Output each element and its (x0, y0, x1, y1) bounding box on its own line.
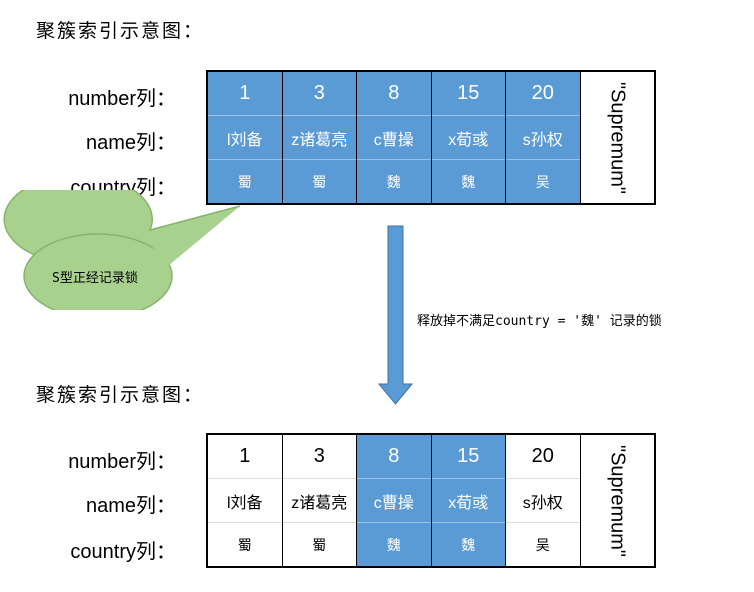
bottom-label-number: number列： (68, 451, 176, 473)
record-country-cell: 蜀 (237, 536, 252, 553)
record-country-cell: 蜀 (312, 173, 327, 190)
record-column: 20 s孙权吴 (506, 72, 581, 203)
record-number-cell: 20 (531, 445, 554, 467)
record-number-cell: 8 (388, 82, 400, 104)
record-column: 15 x荀彧魏 (431, 435, 506, 566)
record-column: 20 s孙权吴 (506, 435, 581, 566)
top-label-name: name列： (85, 132, 176, 154)
bottom-label-name: name列： (85, 495, 176, 517)
bottom-label-country: country列： (70, 541, 176, 563)
down-arrow (378, 225, 414, 405)
supremum-label: "Supremum" (606, 444, 629, 557)
top-label-number: number列： (68, 88, 176, 110)
record-country-cell: 魏 (386, 536, 401, 553)
record-country-cell: 吴 (535, 173, 550, 190)
top-index-records: 1 l刘备蜀 3 z诸葛亮蜀 8 c曹操魏 15 x荀彧魏 20 s孙权吴 "Supremum" (206, 70, 656, 205)
bottom-index-records: 1 l刘备蜀 3 z诸葛亮蜀 8 c曹操魏 15 x荀彧魏 20 s孙权吴 "Supremum" (206, 433, 656, 568)
record-number-cell: 20 (531, 82, 554, 104)
record-number-cell: 1 (239, 82, 251, 104)
record-name-cell: l刘备 (208, 478, 282, 523)
callout-text: S型正经记录锁 (52, 271, 138, 286)
bottom-title: 聚簇索引示意图： (36, 384, 205, 406)
record-name-cell: s孙权 (506, 478, 580, 523)
record-name-cell: s孙权 (506, 115, 580, 160)
record-name-cell: z诸葛亮 (282, 478, 356, 523)
record-name-cell: c曹操 (357, 115, 431, 160)
record-number-cell: 3 (313, 82, 325, 104)
record-column: 8 c曹操魏 (357, 72, 432, 203)
record-number-cell: 1 (239, 445, 251, 467)
release-note: 释放掉不满足country = '魏' 记录的锁 (417, 314, 662, 329)
record-country-cell: 魏 (461, 536, 476, 553)
record-number-cell: 15 (457, 445, 480, 467)
record-name-cell: c曹操 (357, 478, 431, 523)
record-country-cell: 蜀 (237, 173, 252, 190)
supremum-record: "Supremum" (581, 435, 655, 566)
record-column: 15 x荀彧魏 (431, 72, 506, 203)
record-number-cell: 3 (313, 445, 325, 467)
record-number-cell: 15 (457, 82, 480, 104)
record-number-cell: 8 (388, 445, 400, 467)
record-column: 8 c曹操魏 (357, 435, 432, 566)
record-country-cell: 魏 (386, 173, 401, 190)
record-name-cell: z诸葛亮 (282, 115, 356, 160)
record-name-cell: x荀彧 (431, 478, 505, 523)
record-name-cell: x荀彧 (431, 115, 505, 160)
top-title: 聚簇索引示意图： (36, 20, 205, 42)
record-country-cell: 魏 (461, 173, 476, 190)
supremum-label: "Supremum" (606, 81, 629, 194)
record-column: 1 l刘备蜀 (208, 435, 283, 566)
record-country-cell: 蜀 (312, 536, 327, 553)
record-column: 1 l刘备蜀 (208, 72, 283, 203)
record-column: 3 z诸葛亮蜀 (282, 72, 357, 203)
record-column: 3 z诸葛亮蜀 (282, 435, 357, 566)
callout (3, 190, 241, 310)
record-name-cell: l刘备 (208, 115, 282, 160)
supremum-record: "Supremum" (581, 72, 655, 203)
record-country-cell: 吴 (535, 536, 550, 553)
